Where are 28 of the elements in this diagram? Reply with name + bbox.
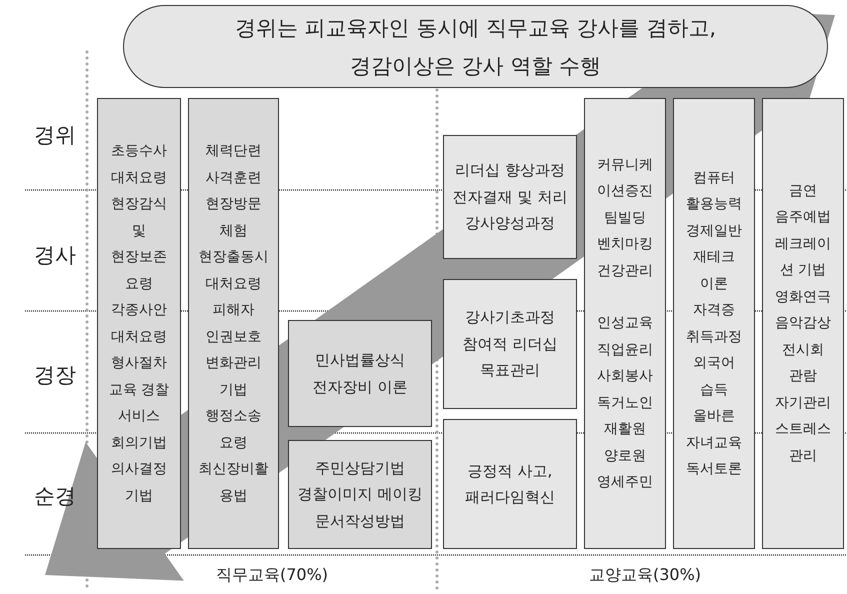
course-box bbox=[443, 135, 577, 259]
rank-label: 순경 bbox=[34, 483, 76, 510]
course-list: 초등수사 대처요령 현장감식 및 현장보존 요령 각종사안 대처요령 형사절차 교육 경찰 서비스 회의기법 의사결정 기법 bbox=[108, 138, 170, 509]
course-list: 긍정적 사고, 패러다임혁신 bbox=[465, 458, 555, 510]
course-box bbox=[443, 279, 577, 409]
rank-label: 경사 bbox=[34, 242, 76, 269]
course-list: 체력단련 사격훈련 현장방문 체험 현장출동시 대처요령 피해자 인권보호 변화관리 기법 행정소송 요령 최신장비활 용법 bbox=[198, 138, 268, 509]
rank-label: 경위 bbox=[34, 122, 76, 149]
course-list: 커뮤니케 이션증진 팀빌딩 벤치마킹 건강관리 bbox=[597, 152, 653, 284]
course-box bbox=[288, 440, 432, 549]
banner-text: 경위는 피교육자인 동시에 직무교육 강사를 겸하고, 경감이상은 강사 역할 수행 bbox=[234, 14, 716, 80]
category-label: 교양교육(30%) bbox=[589, 564, 702, 586]
course-list: 리더십 향상과정 전자결재 및 처리 강사양성과정 bbox=[452, 157, 568, 237]
course-box bbox=[443, 419, 577, 549]
course-list: 민사법률상식 전자장비 이론 bbox=[312, 347, 408, 400]
course-list: 강사기초과정 참여적 리더십 목표관리 bbox=[462, 304, 558, 384]
course-list: 주민상담기법 경찰이미지 메이킹 문서작성방법 bbox=[298, 454, 422, 534]
course-list: 금연 음주예법 레크레이 션 기법 영화연극 음악감상 전시회 관람 자기관리 스트레스 관리 bbox=[775, 178, 831, 470]
course-box bbox=[762, 98, 844, 549]
course-box bbox=[97, 98, 181, 549]
rank-label: 경장 bbox=[34, 362, 76, 389]
category-label: 직무교육(70%) bbox=[216, 564, 328, 586]
course-box bbox=[673, 98, 755, 549]
course-list: 컴퓨터 활용능력 경제일반 재테크 이론 자격증 취득과정 외국어 습득 올바른 자녀교육 독서토론 bbox=[686, 164, 742, 482]
course-box bbox=[288, 320, 432, 427]
course-list: 인성교육 직업윤리 사회봉사 독거노인 재활원 양로원 영세주민 bbox=[597, 310, 653, 496]
course-box bbox=[188, 98, 279, 549]
course-box bbox=[584, 98, 666, 549]
